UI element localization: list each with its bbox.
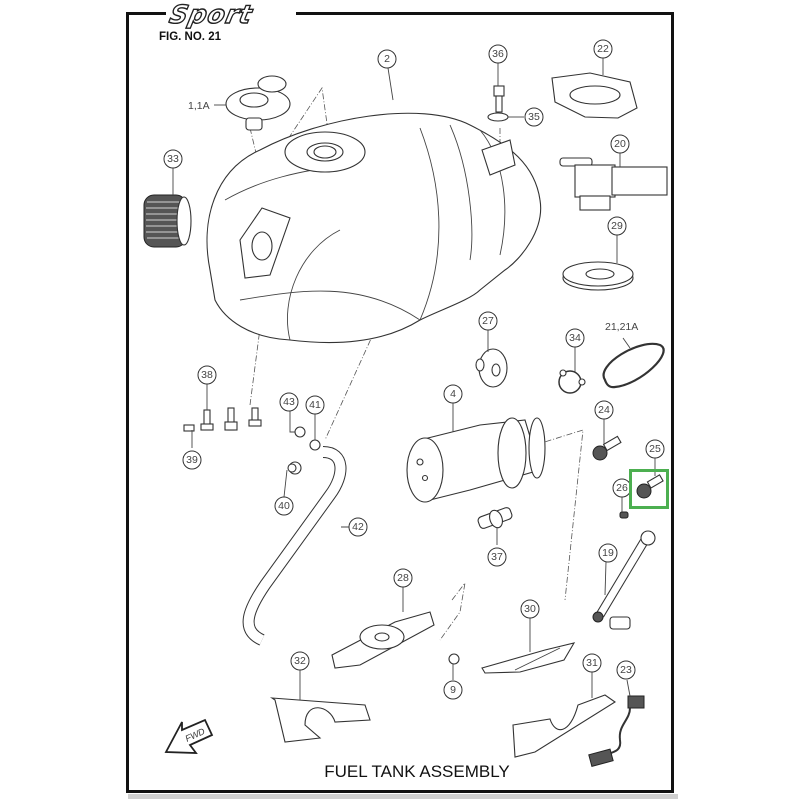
svg-text:41: 41 [309, 399, 321, 411]
bolt-36-part[interactable] [493, 85, 505, 113]
callout-9[interactable]: 9 [443, 680, 463, 700]
washer-35-part[interactable] [487, 112, 509, 122]
nut-43-part[interactable] [294, 426, 306, 438]
callout-20[interactable]: 20 [610, 134, 630, 154]
callout-19[interactable]: 19 [598, 543, 618, 563]
callout-40[interactable]: 40 [274, 496, 294, 516]
callout-29[interactable]: 29 [607, 216, 627, 236]
callout-28[interactable]: 28 [393, 568, 413, 588]
screw-24-part[interactable] [592, 435, 622, 461]
callout-36[interactable]: 36 [488, 44, 508, 64]
grommet-part[interactable] [475, 348, 508, 388]
frame-shadow [128, 794, 678, 799]
callout-42[interactable]: 42 [348, 517, 368, 537]
o-ring-part[interactable] [602, 342, 665, 389]
assembly-title: FUEL TANK ASSEMBLY [0, 762, 800, 782]
callout-21-21a[interactable]: 21,21A [605, 321, 638, 333]
fuel-tank-part[interactable] [206, 112, 542, 344]
callout-22[interactable]: 22 [593, 39, 613, 59]
frame-border-top-left [126, 12, 166, 15]
callout-38[interactable]: 38 [197, 365, 217, 385]
svg-text:22: 22 [597, 43, 609, 55]
nut-26-part[interactable] [619, 511, 629, 519]
fuel-cap-part[interactable] [214, 75, 291, 131]
svg-text:2: 2 [384, 53, 390, 65]
svg-text:9: 9 [450, 684, 456, 696]
callout-30[interactable]: 30 [520, 599, 540, 619]
svg-text:28: 28 [397, 572, 409, 584]
svg-text:33: 33 [167, 153, 179, 165]
insulator-plate-31-part[interactable] [512, 694, 616, 758]
svg-text:23: 23 [620, 664, 632, 676]
callout-25[interactable]: 25 [645, 439, 665, 459]
mounting-ring-part[interactable] [562, 261, 634, 291]
mounting-bolts-part[interactable] [183, 407, 262, 432]
svg-text:42: 42 [352, 521, 364, 533]
callout-1-1a[interactable]: 1,1A [188, 100, 210, 112]
clamp-40-part[interactable] [287, 461, 302, 475]
wiring-harness-part[interactable] [588, 695, 645, 767]
callout-41[interactable]: 41 [305, 395, 325, 415]
assembly-title-text: FUEL TANK ASSEMBLY [324, 762, 510, 781]
callout-31[interactable]: 31 [582, 653, 602, 673]
callout-32[interactable]: 32 [290, 651, 310, 671]
callout-33[interactable]: 33 [163, 149, 183, 169]
gasket-plate-part[interactable] [551, 72, 638, 119]
svg-text:25: 25 [649, 443, 661, 455]
figure-number: FIG. NO. 21 [159, 31, 221, 43]
svg-text:30: 30 [524, 603, 536, 615]
svg-text:4: 4 [450, 388, 456, 400]
insulator-plate-32-part[interactable] [269, 697, 371, 743]
svg-text:21,21A: 21,21A [605, 321, 638, 333]
fuel-pipe-part[interactable] [592, 530, 656, 630]
cushion-pad-part[interactable] [331, 611, 435, 669]
callout-27[interactable]: 27 [478, 311, 498, 331]
frame-border-top-right [296, 12, 674, 15]
callout-24[interactable]: 24 [594, 400, 614, 420]
heat-shield-part[interactable] [481, 642, 576, 674]
svg-text:31: 31 [586, 657, 598, 669]
hose-clip-part[interactable] [448, 653, 460, 665]
svg-text:29: 29 [611, 220, 623, 232]
svg-text:1,1A: 1,1A [188, 100, 210, 112]
fuel-sender-part[interactable] [559, 157, 668, 211]
callout-35[interactable]: 35 [524, 107, 544, 127]
svg-text:32: 32 [294, 655, 306, 667]
callout-37[interactable]: 37 [487, 547, 507, 567]
fuel-pump-part[interactable] [406, 417, 546, 503]
svg-text:20: 20 [614, 138, 626, 150]
callout-23[interactable]: 23 [616, 660, 636, 680]
callout-leaders [172, 58, 656, 700]
svg-text:39: 39 [186, 454, 198, 466]
fuel-hose-part[interactable] [242, 446, 347, 646]
svg-text:34: 34 [569, 332, 581, 344]
svg-text:38: 38 [201, 369, 213, 381]
svg-text:24: 24 [598, 404, 610, 416]
svg-text:43: 43 [283, 396, 295, 408]
svg-text:37: 37 [491, 551, 503, 563]
svg-text:36: 36 [492, 48, 504, 60]
highlight-box-part-25 [629, 469, 669, 509]
diagram-frame [126, 12, 674, 793]
hose-clamp-part[interactable] [558, 369, 586, 394]
clamp-41-part[interactable] [309, 439, 321, 451]
svg-text:27: 27 [482, 315, 494, 327]
callout-43[interactable]: 43 [279, 392, 299, 412]
screw-25-part[interactable] [636, 474, 664, 499]
callout-4[interactable]: 4 [443, 384, 463, 404]
svg-text:35: 35 [528, 111, 540, 123]
rubber-damper-part[interactable] [143, 194, 192, 248]
svg-text:19: 19 [602, 547, 614, 559]
callout-34[interactable]: 34 [565, 328, 585, 348]
fwd-arrow-icon: FWD [164, 718, 214, 754]
fuel-filter-part[interactable] [477, 507, 513, 530]
svg-text:26: 26 [616, 482, 628, 494]
svg-text:40: 40 [278, 500, 290, 512]
callout-39[interactable]: 39 [182, 450, 202, 470]
callout-2[interactable]: 2 [377, 49, 397, 69]
